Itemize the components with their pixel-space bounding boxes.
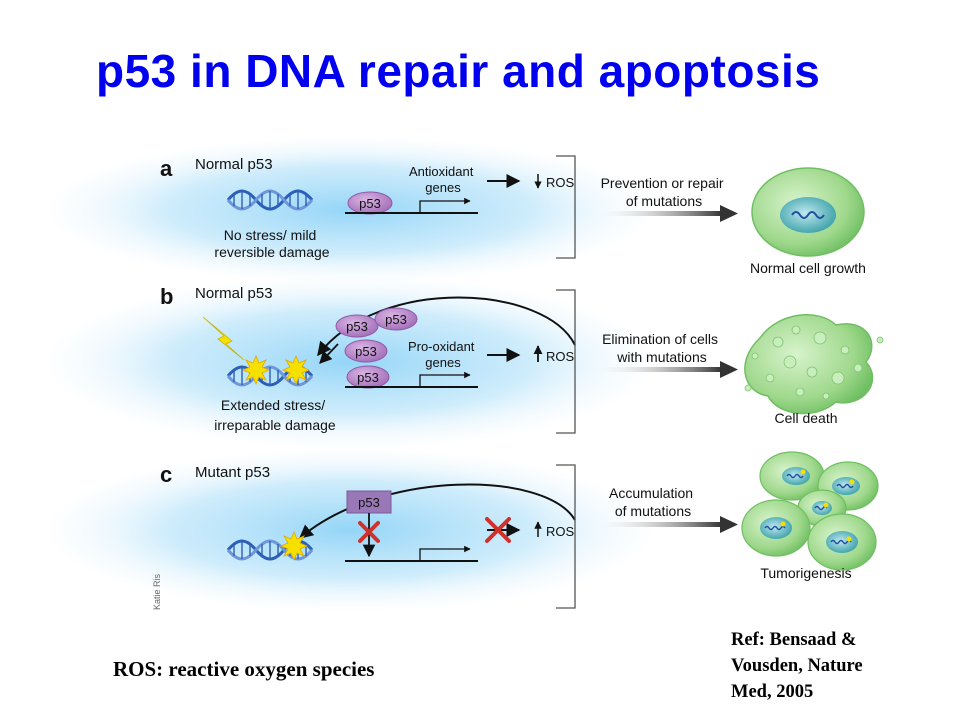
outcome-arrow — [590, 205, 738, 222]
page-title: p53 in DNA repair and apoptosis — [96, 45, 821, 97]
ros-label: ROS — [546, 349, 575, 364]
bracket — [556, 155, 576, 259]
panel-c-heading: Mutant p53 — [195, 464, 270, 481]
panel-a-genes: Antioxidant genes — [409, 164, 477, 195]
panel-a: a Normal p53 No stress/ mild reversible … — [160, 155, 866, 276]
dna-helix-icon — [226, 189, 314, 211]
panel-b: b Normal p53 Extended stress/ irreparabl… — [160, 284, 884, 434]
ros-label: ROS — [546, 175, 575, 190]
panel-b-glow — [50, 277, 650, 447]
p53-label: p53 — [359, 196, 381, 211]
ros-label: ROS — [546, 524, 575, 539]
panel-a-glow — [50, 138, 650, 282]
normal-cell-icon — [751, 167, 865, 257]
bracket — [556, 289, 576, 434]
panel-b-heading: Normal p53 — [195, 285, 273, 302]
reference-line: Ref: Bensaad & — [731, 630, 857, 650]
panel-b-letter: b — [160, 284, 173, 309]
panel-a-heading: Normal p53 — [195, 156, 273, 173]
transcription-arrow — [419, 545, 471, 561]
p53-label: p53 — [358, 495, 380, 510]
p53-activation-arrow — [319, 343, 339, 364]
dying-cell-icon — [744, 313, 884, 415]
damage-flash-icon — [279, 530, 309, 562]
block-cross-icon — [358, 521, 380, 543]
reference-line: Med, 2005 — [731, 682, 814, 702]
p53-label: p53 — [385, 312, 407, 327]
reference-line: Vousden, Nature — [731, 656, 863, 676]
panel-a-outcome: Prevention or repair of mutations — [601, 175, 728, 209]
damage-flash-icon — [241, 354, 311, 386]
lightning-icon — [202, 316, 245, 361]
transcription-arrow — [419, 197, 471, 213]
panel-c-outcome: Accumulation of mutations — [609, 485, 697, 519]
bracket — [556, 464, 576, 609]
p53-label: p53 — [355, 344, 377, 359]
panel-c-glow — [50, 450, 650, 610]
block-cross-icon — [485, 517, 511, 543]
p53-label: p53 — [346, 319, 368, 334]
panel-c-cell-label: Tumorigenesis — [760, 565, 851, 581]
transcription-arrow — [419, 371, 471, 387]
panel-b-condition: Extended stress/ irreparable damage — [214, 397, 336, 433]
p53-label: p53 — [357, 370, 379, 385]
reference-citation: Ref: Bensaad & Vousden, Nature Med, 2005 — [731, 627, 931, 705]
outcome-arrow — [590, 361, 738, 378]
outcome-arrow — [590, 516, 738, 533]
panel-a-condition: No stress/ mild reversible damage — [214, 227, 329, 260]
panel-c-letter: c — [160, 462, 172, 487]
panel-b-cell-label: Cell death — [774, 410, 837, 426]
panel-b-outcome: Elimination of cells with mutations — [602, 331, 722, 365]
panel-b-genes: Pro-oxidant genes — [408, 339, 478, 370]
panel-a-letter: a — [160, 156, 173, 181]
feedback-arrow — [298, 483, 576, 539]
panel-c: c Mutant p53 p53 ROS — [160, 451, 879, 609]
p53-protein-group — [335, 307, 418, 389]
illustrator-credit: Katie Ris — [152, 573, 162, 610]
tumor-cells-icon — [741, 451, 879, 571]
panel-a-cell-label: Normal cell growth — [750, 260, 866, 276]
ros-definition: ROS: reactive oxygen species — [113, 657, 375, 681]
